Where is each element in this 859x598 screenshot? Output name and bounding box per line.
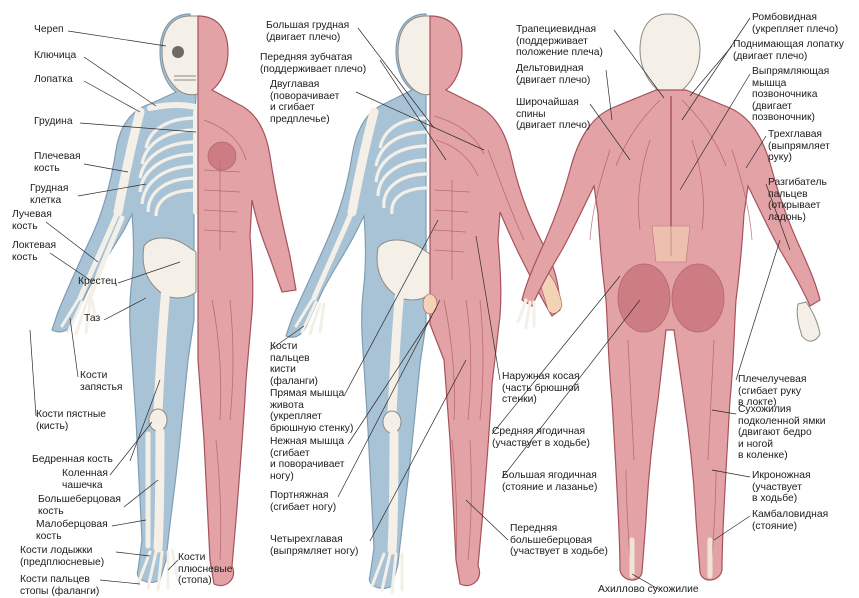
back-head bbox=[640, 14, 700, 92]
label-tarsals: Кости лодыжки (предплюсневые) bbox=[20, 545, 104, 568]
label-femur: Бедренная кость bbox=[32, 454, 113, 466]
breast-tissue bbox=[208, 142, 236, 170]
label-rhomboid: Ромбовидная (укрепляет плечо) bbox=[752, 12, 838, 35]
label-phalanges-hand: Кости пальцев кисти (фаланги) bbox=[270, 341, 318, 387]
label-ribcage: Грудная клетка bbox=[30, 183, 68, 206]
label-sternum: Грудина bbox=[34, 116, 73, 128]
front-kneecap bbox=[383, 411, 401, 433]
label-pelvis: Таз bbox=[84, 313, 100, 325]
label-serratus-anterior: Передняя зубчатая (поддерживает плечо) bbox=[260, 52, 366, 75]
label-erector-spinae: Выпрямляющая мышца позвоночника (двигает… bbox=[752, 66, 829, 124]
label-toe-bones: Кости пальцев стопы (фаланги) bbox=[20, 574, 99, 597]
label-gracilis: Нежная мышца (сгибает и поворачивает ног… bbox=[270, 436, 345, 482]
label-sartorius: Портняжная (сгибает ногу) bbox=[270, 490, 336, 513]
label-metatarsals: Кости плюсневые (стопа) bbox=[178, 552, 232, 587]
label-kneecap: Коленная чашечка bbox=[62, 468, 108, 491]
back-lumbar-fascia bbox=[652, 226, 690, 262]
label-achilles: Ахиллово сухожилие bbox=[598, 584, 699, 596]
label-radius: Лучевая кость bbox=[12, 209, 52, 232]
label-rectus-abdominis: Прямая мышца живота (укрепляет брюшную с… bbox=[270, 388, 353, 434]
leader-carpals bbox=[70, 318, 78, 377]
back-gluteus-left bbox=[618, 264, 670, 332]
label-skull: Череп bbox=[34, 24, 64, 36]
label-gluteus-maximus: Большая ягодичная (стояние и лазанье) bbox=[502, 470, 597, 493]
label-triceps: Трехглавая (выпрямляет руку) bbox=[768, 129, 830, 164]
kneecap bbox=[149, 409, 167, 431]
label-humerus: Плечевая кость bbox=[34, 151, 81, 174]
label-quadriceps: Четырехглавая (выпрямляет ногу) bbox=[270, 534, 358, 557]
label-gluteus-medius: Средняя ягодичная (участвует в ходьбе) bbox=[492, 426, 590, 449]
front-tibia bbox=[392, 434, 394, 550]
front-groin-mark bbox=[423, 294, 437, 314]
label-levator-scapulae: Поднимающая лопатку (двигает плечо) bbox=[733, 39, 844, 62]
leader-brachioradialis bbox=[736, 240, 780, 380]
label-extensor-digitorum: Разгибатель пальцев (открывает ладонь) bbox=[768, 177, 827, 223]
skull-eye-socket bbox=[172, 46, 184, 58]
label-scapula: Лопатка bbox=[34, 74, 73, 86]
label-soleus: Камбаловидная (стояние) bbox=[752, 509, 828, 532]
label-sacrum: Крестец bbox=[78, 276, 117, 288]
label-carpals: Кости запястья bbox=[80, 370, 122, 393]
label-metacarpals: Кости пястные (кисть) bbox=[36, 409, 106, 432]
clavicle bbox=[150, 105, 200, 108]
label-latissimus: Широчайшая спины (двигает плечо) bbox=[516, 97, 590, 132]
label-biceps: Двуглавая (поворачивает и сгибает предпл… bbox=[270, 79, 339, 125]
leader-metacarpals bbox=[30, 330, 36, 416]
label-trapezius: Трапециевидная (поддерживает положение п… bbox=[516, 24, 603, 59]
label-pectoralis-major: Большая грудная (двигает плечо) bbox=[266, 20, 349, 43]
label-external-oblique: Наружная косая (часть брюшной стенки) bbox=[502, 371, 580, 406]
leader-toes bbox=[100, 580, 140, 584]
label-deltoid: Дельтовидная (двигает плечо) bbox=[516, 63, 590, 86]
label-hamstrings: Сухожилия подколенной ямки (двигают бедр… bbox=[738, 404, 826, 462]
label-clavicle: Ключица bbox=[34, 50, 76, 62]
label-tibia: Большеберцовая кость bbox=[38, 494, 121, 517]
label-ulna: Локтевая кость bbox=[12, 240, 56, 263]
leader-clavicle bbox=[84, 57, 156, 106]
tibia bbox=[158, 432, 160, 548]
label-gastrocnemius: Икроножная (участвует в ходьбе) bbox=[752, 470, 811, 505]
label-tibialis-anterior: Передняя большеберцовая (участвует в ход… bbox=[510, 523, 608, 558]
back-gluteus-right bbox=[672, 264, 724, 332]
back-right-hand bbox=[797, 302, 820, 341]
label-fibula: Малоберцовая кость bbox=[36, 519, 108, 542]
leader-scapula bbox=[84, 81, 140, 112]
leader-skull bbox=[68, 31, 166, 46]
